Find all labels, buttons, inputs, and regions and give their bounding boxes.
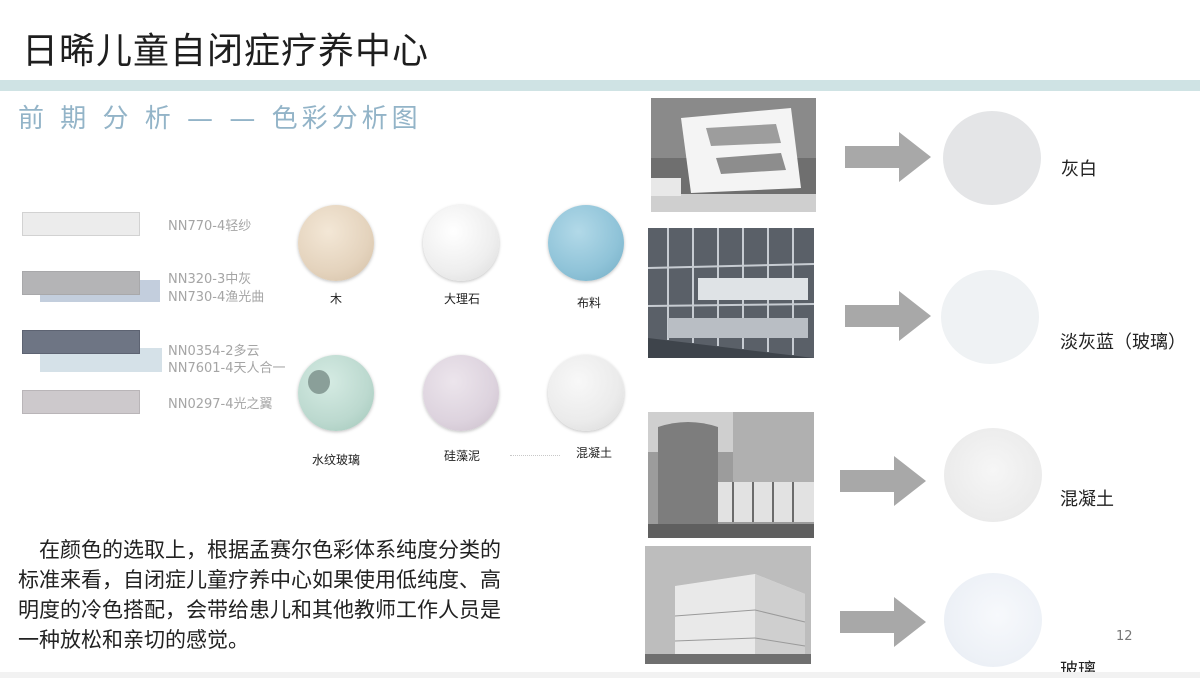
result-color-huibai [943,111,1041,205]
arrow-right-icon [840,456,926,506]
paragraph-line: 标准来看，自闭症儿童疗养中心如果使用低纯度、高 [18,568,501,592]
dotted-mark [510,455,560,456]
photo-white-building [651,98,816,212]
result-color-concrete [944,428,1042,522]
swatch-zhonghui [22,271,140,295]
material-label: 混凝土 [575,446,613,460]
swatch-qingsha [22,212,140,236]
analysis-paragraph: 在颜色的选取上，根据孟赛尔色彩体系纯度分类的 标准来看，自闭症儿童疗养中心如果使… [18,535,610,655]
swatch-label: NN730-4渔光曲 [168,290,265,305]
paragraph-line: 在颜色的选取上，根据孟赛尔色彩体系纯度分类的 [18,538,501,562]
swatch-label: NN7601-4天人合一 [168,361,286,376]
material-label: 大理石 [443,292,481,306]
paragraph-line: 明度的冷色搭配，会带给患儿和其他教师工作人员是 [18,598,501,622]
section-subtitle: 前 期 分 析 — — 色彩分析图 [18,104,422,134]
photo-glass-facade [648,228,814,358]
swatch-guangzhiyi [22,390,140,414]
material-marble [423,205,499,281]
result-label: 玻璃 [1060,660,1096,681]
page-number: 12 [1116,629,1133,644]
paragraph-line: 一种放松和亲切的感觉。 [18,628,249,652]
material-label: 木 [329,292,343,306]
material-wood [298,205,374,281]
photo-glass-cube-building [645,546,811,664]
page-title: 日晞儿童自闭症疗养中心 [22,31,430,72]
bottom-band [0,672,1200,678]
material-label: 硅藻泥 [443,449,481,463]
arrow-right-icon [840,597,926,647]
material-concrete [548,355,624,431]
result-label: 混凝土 [1060,489,1114,510]
swatch-label: NN0297-4光之翼 [168,397,273,412]
swatch-duoyun [22,330,140,354]
result-label: 灰白 [1061,159,1097,180]
material-diatom-mud [423,355,499,431]
result-label: 淡灰蓝（玻璃） [1060,332,1186,353]
material-label: 布料 [576,296,602,310]
arrow-right-icon [845,132,931,182]
swatch-label: NN0354-2多云 [168,344,260,359]
arrow-right-icon [845,291,931,341]
result-color-light-grey-blue [941,270,1039,364]
header-band [0,80,1200,91]
swatch-label: NN770-4轻纱 [168,219,252,234]
material-ripple-glass [298,355,374,431]
ripple-glass-spot [308,370,330,394]
material-label: 水纹玻璃 [311,453,361,467]
material-fabric [548,205,624,281]
photo-concrete-building [648,412,814,538]
swatch-label: NN320-3中灰 [168,272,252,287]
result-color-glass [944,573,1042,667]
